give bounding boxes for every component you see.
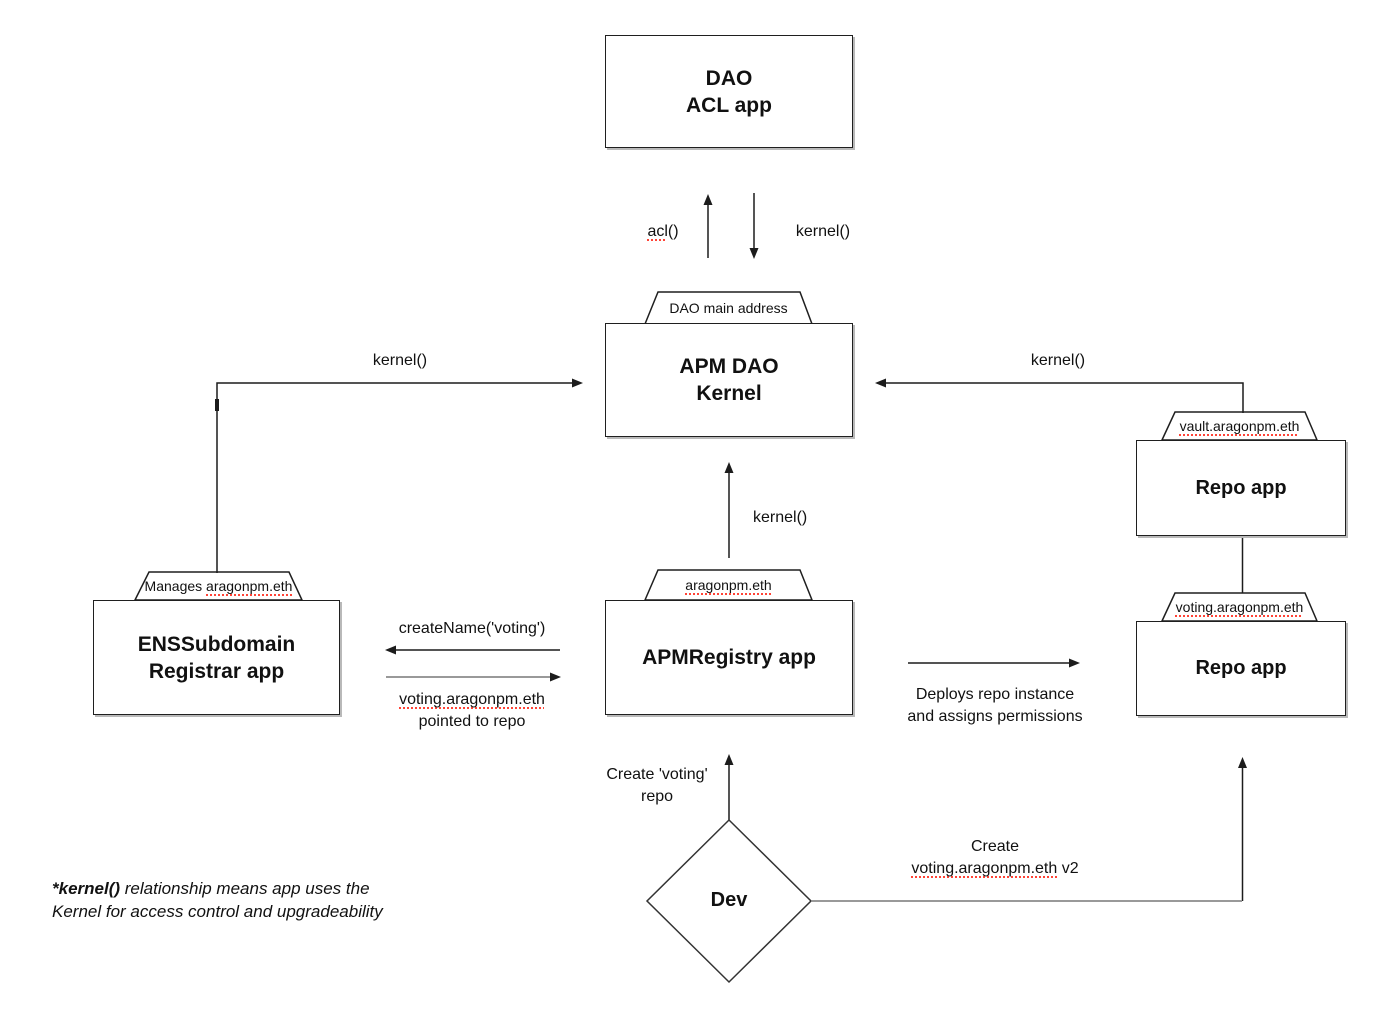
tab-domain: voting.aragonpm.eth xyxy=(1175,599,1304,615)
node-title: Repo app xyxy=(1195,657,1287,679)
footnote-rest: relationship means app uses the xyxy=(120,879,370,898)
edge-label-create-v2: Create voting.aragonpm.eth v2 xyxy=(880,836,1110,880)
node-title: ENSSubdomain xyxy=(137,632,296,656)
arrowhead-deploys xyxy=(1069,658,1080,668)
dev-diamond-shape xyxy=(645,818,813,984)
node-title: Kernel xyxy=(696,382,762,405)
edge-label-deploys: Deploys repo instance and assigns permis… xyxy=(895,684,1095,728)
create-repo-line1: Create 'voting' xyxy=(606,766,708,783)
node-repo-app-vault: Repo app xyxy=(1136,440,1346,536)
edge-label-acl: acl() xyxy=(628,221,698,243)
arrowhead-create-v2 xyxy=(1238,757,1247,768)
acl-parens: () xyxy=(667,223,679,240)
arrowhead-kernel-mid xyxy=(724,462,734,473)
edge-label-kernel-left: kernel() xyxy=(372,352,428,369)
footnote-bold: *kernel() xyxy=(52,879,121,898)
node-title: DAO xyxy=(705,66,753,90)
node-dao-acl-app: DAO ACL app xyxy=(605,35,853,148)
edge-label-create-repo: Create 'voting' repo xyxy=(577,764,737,808)
deploys-line2: and assigns permissions xyxy=(907,708,1083,725)
create-v2-domain: voting.aragonpm.eth xyxy=(911,860,1058,877)
footnote-line1: *kernel() relationship means app uses th… xyxy=(52,877,383,900)
node-repo-app-voting: Repo app xyxy=(1136,621,1346,716)
arrowhead-pointed xyxy=(550,672,561,682)
arrowhead-kernel-left xyxy=(572,378,583,388)
footnote-line2: Kernel for access control and upgradeabi… xyxy=(52,902,383,921)
pointed-line2: pointed to repo xyxy=(418,713,526,730)
tab-label-vault-aragonpm-eth: vault.aragonpm.eth xyxy=(1162,418,1317,434)
node-title: APM DAO xyxy=(679,355,779,378)
edge-label-kernel-down: kernel() xyxy=(795,223,851,240)
tab-label-manages-aragonpm-eth: Manages aragonpm.eth xyxy=(135,578,302,594)
tab-label-aragonpm-eth: aragonpm.eth xyxy=(645,577,812,593)
edge-label-create-name: createName('voting') xyxy=(398,620,546,637)
arrowhead-acl-up xyxy=(703,194,713,205)
arrowhead-kernel-right xyxy=(875,378,886,388)
tab-domain: vault.aragonpm.eth xyxy=(1179,418,1300,434)
pointed-domain: voting.aragonpm.eth xyxy=(399,691,545,708)
acl-word: acl xyxy=(647,223,668,240)
tab-domain: aragonpm.eth xyxy=(685,577,772,593)
tab-domain: aragonpm.eth xyxy=(206,578,293,594)
tab-label-dao-main-address: DAO main address xyxy=(669,300,788,316)
arrowhead-create-name xyxy=(385,645,396,655)
tab-label-voting-aragonpm-eth: voting.aragonpm.eth xyxy=(1162,599,1317,615)
node-title: ACL app xyxy=(686,93,772,117)
node-apm-dao-kernel: APM DAO Kernel xyxy=(605,323,853,437)
arrowhead-create-repo xyxy=(724,754,734,765)
edge-label-kernel-mid: kernel() xyxy=(753,509,808,526)
deploys-line1: Deploys repo instance xyxy=(915,686,1075,703)
kernel-footnote: *kernel() relationship means app uses th… xyxy=(52,877,383,923)
node-dev-label: Dev xyxy=(710,889,748,911)
edge-kernel-right-line xyxy=(880,382,1244,413)
node-apm-registry-app: APMRegistry app xyxy=(605,600,853,715)
create-repo-line2: repo xyxy=(640,788,674,805)
node-title: APMRegistry app xyxy=(642,646,816,669)
node-title: Registrar app xyxy=(148,659,285,683)
edge-label-kernel-right: kernel() xyxy=(1030,352,1086,369)
create-v2-line1: Create xyxy=(970,838,1020,855)
node-title: Repo app xyxy=(1195,476,1287,499)
node-ens-subdomain-registrar-app: ENSSubdomain Registrar app xyxy=(93,600,340,715)
tab-text: Manages xyxy=(144,578,207,594)
create-v2-suffix: v2 xyxy=(1057,860,1079,877)
edge-kernel-left-line xyxy=(216,382,578,573)
arrowhead-kernel-down xyxy=(749,248,759,259)
edge-label-pointed: voting.aragonpm.eth pointed to repo xyxy=(372,689,572,733)
